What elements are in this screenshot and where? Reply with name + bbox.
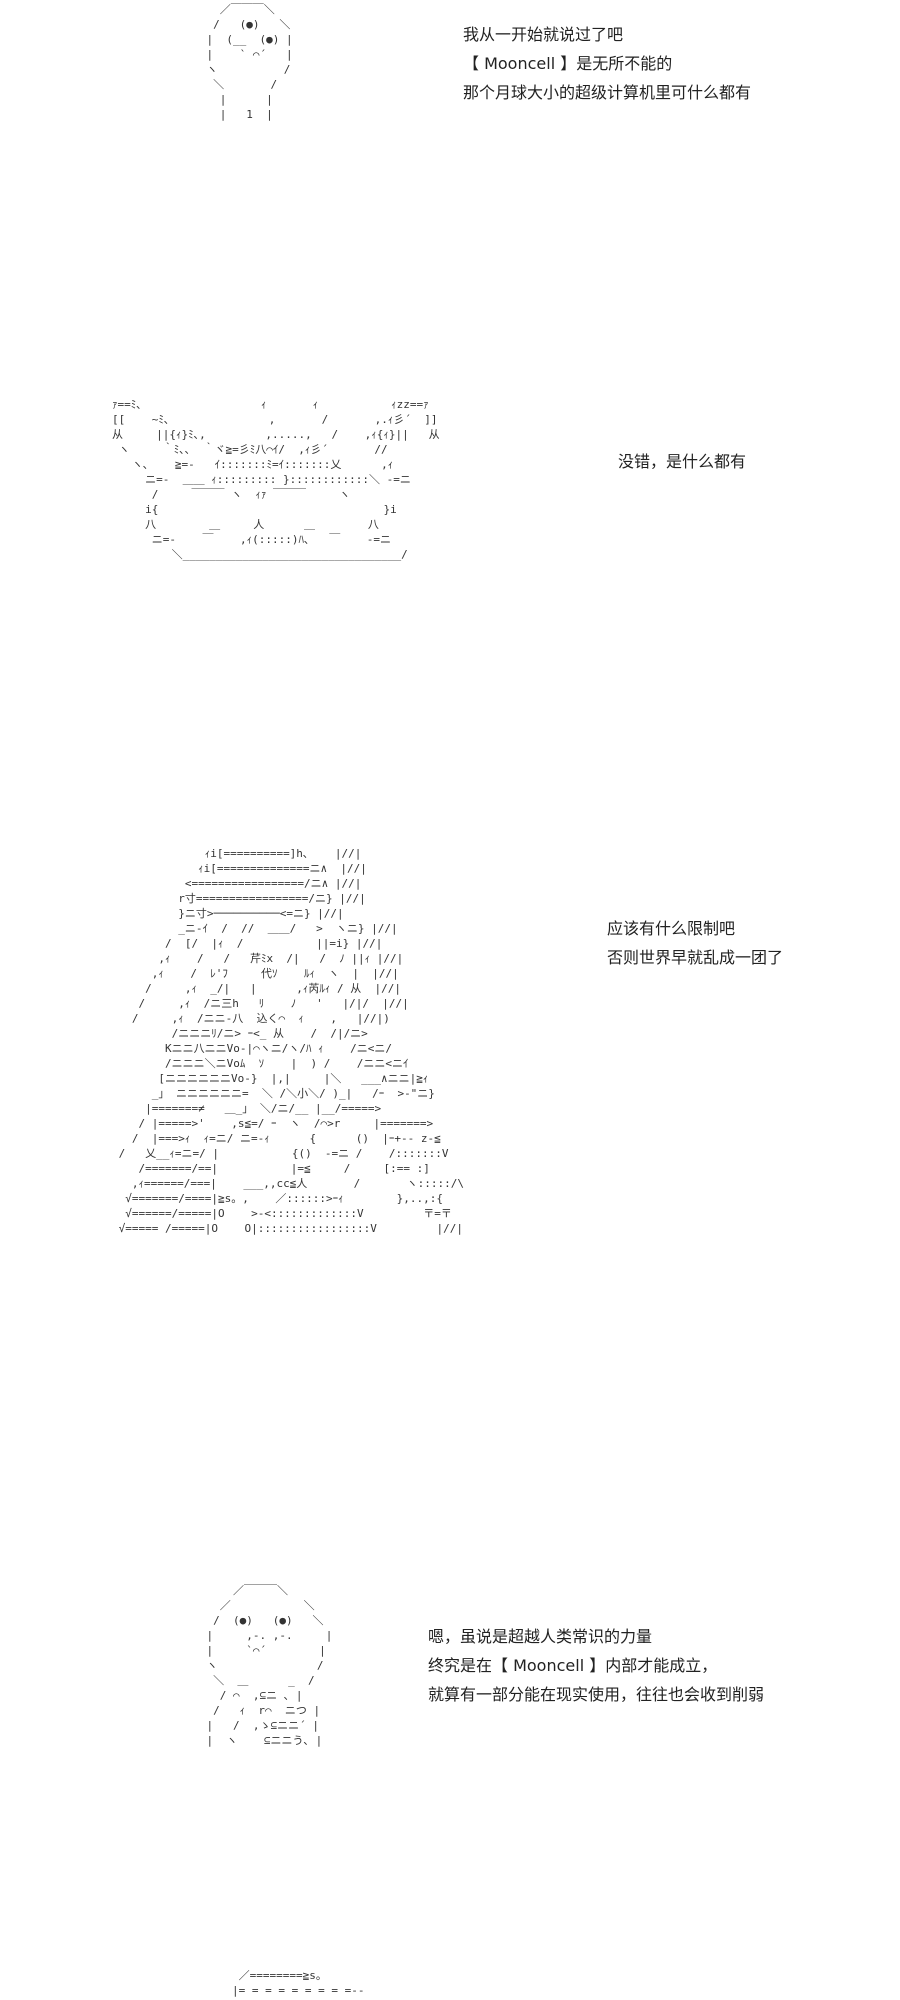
dialogue-3: 应该有什么限制吧 否则世界早就乱成一团了 bbox=[607, 914, 783, 972]
dialogue-line: 【 Mooncell 】是无所不能的 bbox=[463, 54, 673, 73]
dialogue-line: 嗯，虽说是超越人类常识的力量 bbox=[428, 1627, 653, 1646]
dialogue-line: 否则世界早就乱成一团了 bbox=[607, 948, 784, 967]
dialogue-1: 我从一开始就说过了吧 【 Mooncell 】是无所不能的 那个月球大小的超级计… bbox=[463, 20, 751, 107]
dialogue-2: 没错，是什么都有 bbox=[618, 447, 746, 476]
dialogue-4: 嗯，虽说是超越人类常识的力量 终究是在【 Mooncell 】内部才能成立， 就… bbox=[428, 1622, 764, 1709]
ascii-art-character-1: ／￣￣￣＼ / (●) ＼ | (__ (●) | | ` ⌒´ | ヽ / ＼… bbox=[206, 3, 293, 121]
dialogue-line: 终究是在【 Mooncell 】内部才能成立， bbox=[428, 1656, 718, 1675]
dialogue-line: 没错，是什么都有 bbox=[618, 452, 747, 471]
ascii-art-character-2: ／￣￣￣＼ ／ ＼ / (●) (●) ＼ | ,-. ,-. | | `⌒´ … bbox=[206, 1584, 333, 1747]
ascii-art-partial: ／========≧s。 |= = = = = = = = =-- bbox=[232, 1969, 365, 1997]
dialogue-line: 应该有什么限制吧 bbox=[607, 919, 736, 938]
ascii-art-hooded-character: ｨi[==========]h､ |//| ｨi[==============ニ… bbox=[118, 847, 465, 1235]
dialogue-line: 那个月球大小的超级计算机里可什么都有 bbox=[463, 83, 752, 102]
dialogue-line: 我从一开始就说过了吧 bbox=[463, 25, 624, 44]
dialogue-line: 就算有一部分能在现实使用，往往也会收到削弱 bbox=[428, 1685, 765, 1704]
ascii-art-butterfly: ｧ==ﾐ､ ｨ ｨ ｨzz==ｧ [[ ~ﾐ､ , / ,.ｨ彡´ ]] 从 |… bbox=[112, 398, 440, 561]
